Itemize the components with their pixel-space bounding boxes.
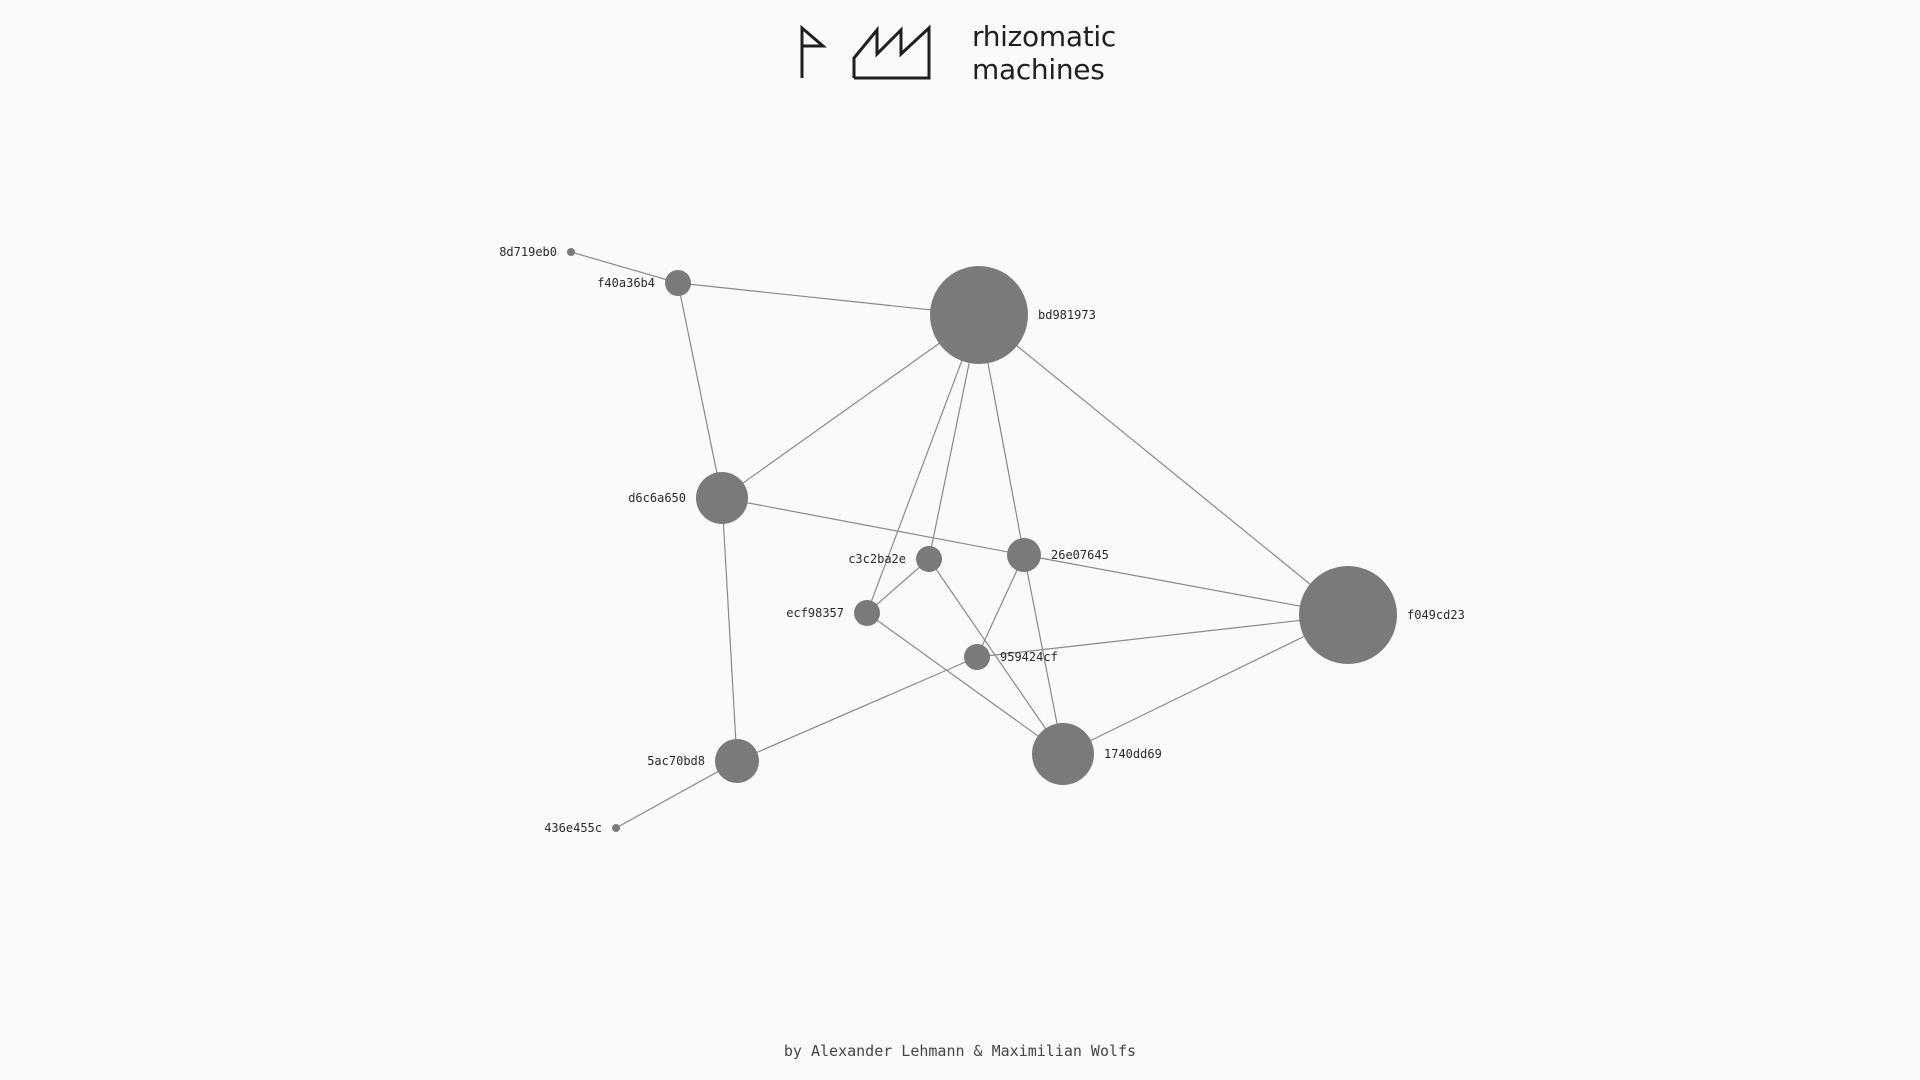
edge-959424cf-5ac70bd8 xyxy=(736,656,978,762)
edge-c3c2ba2e-ecf98357 xyxy=(866,558,930,614)
node-f049cd23[interactable] xyxy=(1299,566,1397,664)
factory-logo-icon xyxy=(800,24,931,80)
node-label-f40a36b4: f40a36b4 xyxy=(597,276,655,290)
edge-f40a36b4-d6c6a650 xyxy=(677,282,723,499)
edge-d6c6a650-26e07645 xyxy=(721,497,1025,556)
brand-line-2: machines xyxy=(972,53,1105,86)
edge-bd981973-ecf98357 xyxy=(866,314,980,614)
node-8d719eb0[interactable] xyxy=(567,248,575,256)
node-ecf98357[interactable] xyxy=(854,600,880,626)
graph-edges xyxy=(570,251,1349,829)
edge-bd981973-d6c6a650 xyxy=(721,314,980,499)
edge-26e07645-959424cf xyxy=(976,554,1025,658)
node-label-436e455c: 436e455c xyxy=(544,821,602,835)
node-d6c6a650[interactable] xyxy=(696,472,748,524)
node-1740dd69[interactable] xyxy=(1032,723,1094,785)
node-label-26e07645: 26e07645 xyxy=(1051,548,1109,562)
node-f40a36b4[interactable] xyxy=(665,270,691,296)
edge-ecf98357-1740dd69 xyxy=(866,612,1064,755)
edge-959424cf-f049cd23 xyxy=(976,614,1349,658)
credit-line: by Alexander Lehmann & Maximilian Wolfs xyxy=(783,1042,1137,1060)
node-label-959424cf: 959424cf xyxy=(1000,650,1058,664)
logo: rhizomatic machines xyxy=(797,20,1127,86)
node-959424cf[interactable] xyxy=(964,644,990,670)
edge-d6c6a650-5ac70bd8 xyxy=(721,497,738,762)
node-5ac70bd8[interactable] xyxy=(715,739,759,783)
edge-c3c2ba2e-1740dd69 xyxy=(928,558,1064,755)
edge-26e07645-1740dd69 xyxy=(1023,554,1064,755)
edge-f049cd23-1740dd69 xyxy=(1062,614,1349,755)
edge-5ac70bd8-436e455c xyxy=(615,760,738,829)
brand-name: rhizomatic machines xyxy=(972,20,1116,86)
edge-f40a36b4-bd981973 xyxy=(677,282,980,316)
node-label-d6c6a650: d6c6a650 xyxy=(628,491,686,505)
node-bd981973[interactable] xyxy=(930,266,1028,364)
node-label-5ac70bd8: 5ac70bd8 xyxy=(647,754,705,768)
node-label-8d719eb0: 8d719eb0 xyxy=(499,245,557,259)
edge-bd981973-f049cd23 xyxy=(978,314,1349,616)
node-label-1740dd69: 1740dd69 xyxy=(1104,747,1162,761)
node-label-ecf98357: ecf98357 xyxy=(786,606,844,620)
edge-26e07645-f049cd23 xyxy=(1023,554,1349,616)
edge-8d719eb0-f40a36b4 xyxy=(570,251,679,284)
node-436e455c[interactable] xyxy=(612,824,620,832)
node-c3c2ba2e[interactable] xyxy=(916,546,942,572)
node-label-c3c2ba2e: c3c2ba2e xyxy=(848,552,906,566)
graph-nodes: 8d719eb0 f40a36b4 bd981973 d6c6a650 c3c2ba2e… xyxy=(499,245,1465,835)
node-label-bd981973: bd981973 xyxy=(1038,308,1096,322)
node-label-f049cd23: f049cd23 xyxy=(1407,608,1465,622)
node-26e07645[interactable] xyxy=(1007,538,1041,572)
brand-line-1: rhizomatic xyxy=(972,20,1116,53)
